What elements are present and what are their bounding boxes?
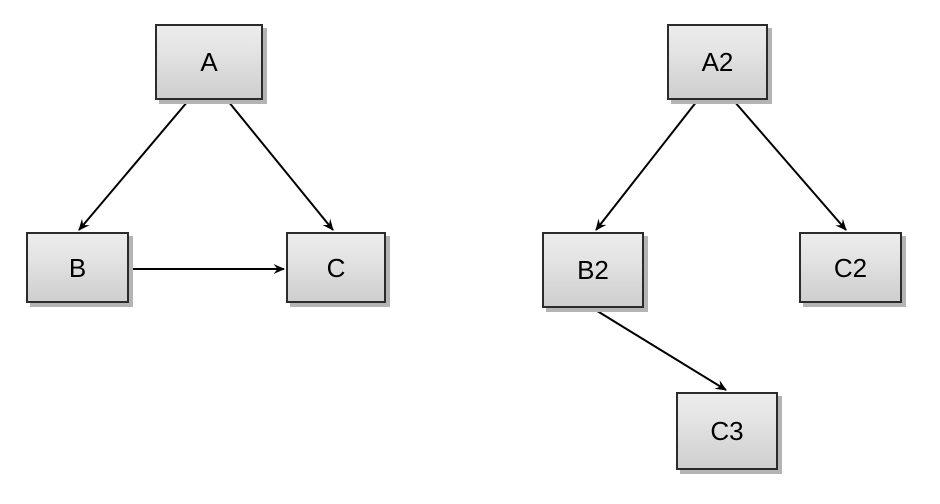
edge-a-c[interactable] — [227, 100, 334, 231]
node-c2-label: C2 — [833, 252, 868, 283]
node-b2-label: B2 — [577, 255, 609, 285]
node-a-label: A — [200, 47, 218, 77]
node-c-label: C — [326, 252, 346, 283]
node-a[interactable]: A — [155, 24, 263, 100]
edge-a2-c2[interactable] — [733, 100, 847, 231]
node-b-label: B — [68, 252, 87, 283]
node-c3[interactable]: C3 — [676, 392, 778, 470]
node-c3-label: C3 — [710, 416, 744, 446]
edge-b2-c3[interactable] — [593, 308, 727, 391]
node-c[interactable]: C — [286, 232, 386, 303]
node-c2[interactable]: C2 — [799, 232, 902, 303]
node-a2[interactable]: A2 — [667, 24, 768, 100]
node-b[interactable]: B — [26, 232, 129, 303]
node-a2-label: A2 — [701, 47, 734, 77]
edge-a-b[interactable] — [78, 100, 189, 231]
node-b2[interactable]: B2 — [542, 232, 644, 308]
edge-group — [78, 100, 847, 391]
edge-a2-b2[interactable] — [595, 100, 698, 231]
